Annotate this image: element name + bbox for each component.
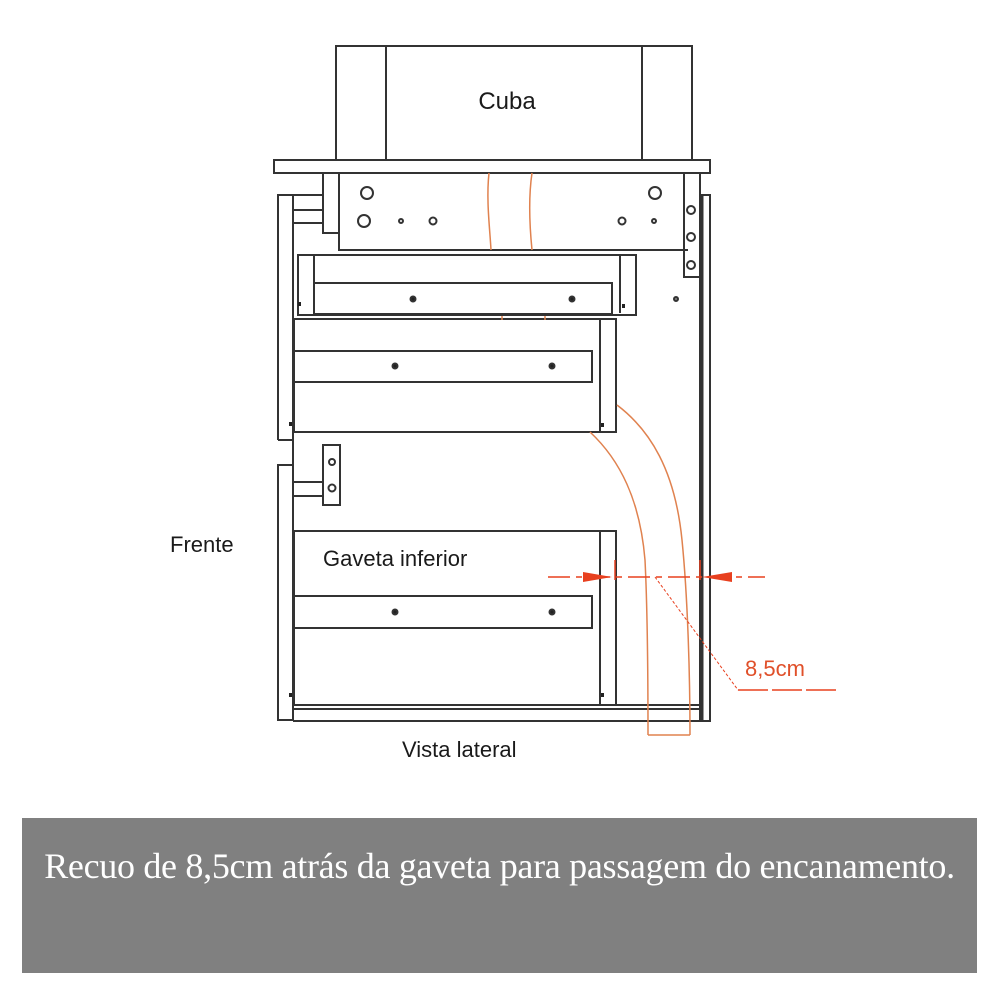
caption-banner: Recuo de 8,5cm atrás da gaveta para pass… xyxy=(22,818,977,973)
drawer-stops xyxy=(289,302,625,697)
top-apron-box xyxy=(339,173,688,251)
view-label: Vista lateral xyxy=(402,737,517,762)
middle-drawer xyxy=(293,318,617,433)
back-panel xyxy=(699,194,711,722)
caption-text: Recuo de 8,5cm atrás da gaveta para pass… xyxy=(44,846,955,886)
front-label: Frente xyxy=(170,532,234,557)
countertop xyxy=(273,159,711,174)
sink xyxy=(335,45,693,161)
lower-drawer-label: Gaveta inferior xyxy=(323,546,467,571)
cabinet-side-view-drawing: 8,5cm Cuba Frente Gaveta inferior Vista … xyxy=(170,45,838,762)
cabinet-base xyxy=(293,704,711,722)
upper-drawer xyxy=(297,254,679,316)
sink-label: Cuba xyxy=(478,88,536,115)
dimension-label: 8,5cm xyxy=(745,656,805,681)
drain-pipe xyxy=(487,172,691,736)
dimension-annotation: 8,5cm xyxy=(548,560,838,691)
lower-drawer xyxy=(293,530,617,706)
hinge-plate-upper xyxy=(683,173,701,278)
